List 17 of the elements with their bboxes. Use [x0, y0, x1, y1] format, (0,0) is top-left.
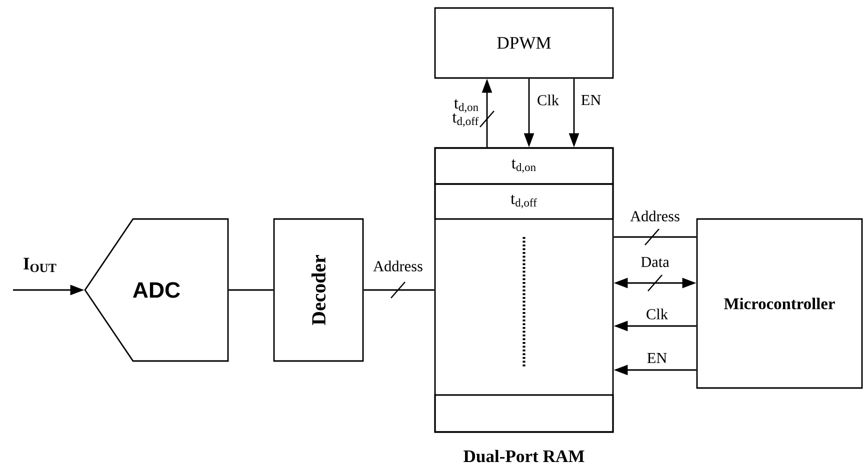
adc-block: ADC: [84, 218, 229, 362]
edge-label: Clk: [644, 307, 670, 321]
microcontroller-box: Microcontroller: [696, 218, 863, 389]
edge-label: Address: [372, 259, 424, 273]
dpwm-box: DPWM: [434, 7, 614, 79]
edge-label: I$_{OUT}$: [24, 258, 56, 272]
edge-label: Data: [639, 256, 671, 268]
edge-label: EN: [580, 94, 602, 106]
memory-cell: t$_{d,on}$: [434, 147, 614, 185]
node-label: Dual-Port RAM: [464, 450, 584, 462]
edge-label: t$_{d,on}$ t$_{d,off}$: [452, 99, 479, 127]
edge-label: Clk: [536, 93, 560, 107]
edge-label: Address: [628, 209, 682, 223]
edge-label: EN: [646, 352, 668, 364]
decoder-box: Decoder: [273, 218, 364, 362]
memory-cell: [434, 394, 614, 433]
memory-cell: t$_{d,off}$: [434, 183, 614, 220]
